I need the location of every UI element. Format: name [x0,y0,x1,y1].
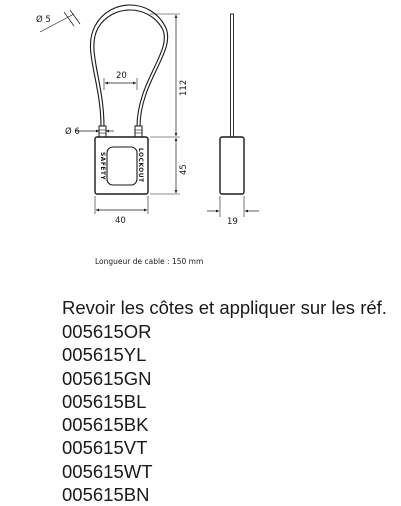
side-view: 19 [207,13,259,227]
side-cable [230,13,234,138]
dim-shackle-diameter: Ø 6 [65,126,80,137]
reference-item: 005615BN [62,484,150,506]
cable-length-caption: Longueur de cable : 150 mm [95,257,204,266]
dim-body-width: 40 [115,216,126,226]
reference-item: 005615WT [62,460,153,482]
dim-cable-diameter: Ø 5 [36,14,51,25]
instruction-text: Revoir les côtes et appliquer sur les ré… [62,297,387,318]
reference-item: 005615BK [62,414,149,436]
reference-list: 005615OR 005615YL 005615GN 005615BL 0056… [62,320,153,506]
body-label-left: SAFETY [99,152,105,181]
front-view: SAFETY LOCKOUT Ø 5 20 Ø 6 112 45 40 [36,4,189,226]
reference-item: 005615OR [62,321,152,342]
reference-item: 005615BL [62,390,147,412]
technical-drawing: SAFETY LOCKOUT Ø 5 20 Ø 6 112 45 40 [36,4,259,227]
reference-item: 005615VT [62,437,148,459]
cable-loop-outer [89,4,169,128]
cable-diameter-leader [39,13,75,33]
left-ferrule [98,125,107,138]
lock-body-window [106,146,138,186]
dim-cable-height: 112 [179,80,189,96]
reference-item: 005615GN [62,367,152,389]
dim-inner-width: 20 [116,71,127,81]
reference-item: 005615YL [62,344,147,366]
cable-loop-inner [93,9,165,128]
dim-body-depth: 19 [227,217,238,227]
dim-body-height: 45 [179,164,189,175]
body-label-right: LOCKOUT [137,148,143,183]
side-body [219,136,245,195]
right-ferrule [134,125,143,138]
